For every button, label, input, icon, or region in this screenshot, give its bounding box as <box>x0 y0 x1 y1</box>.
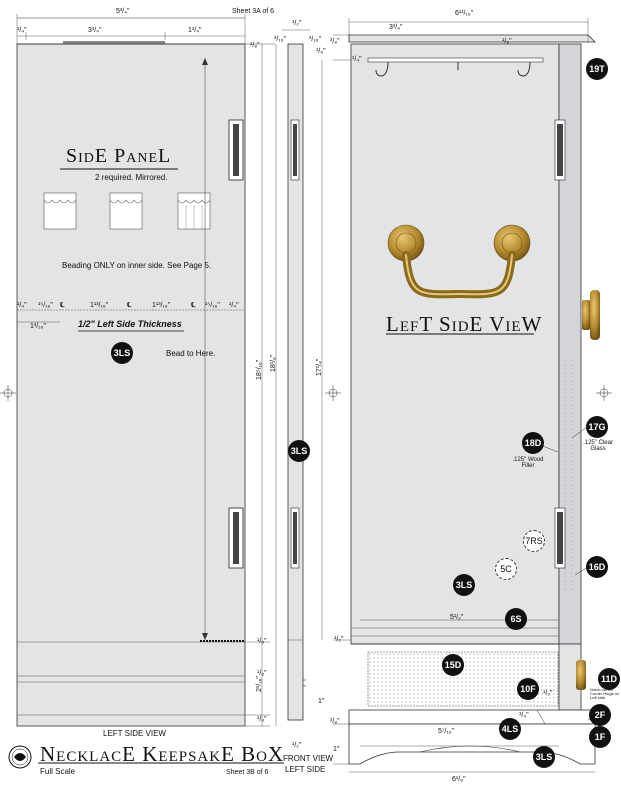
bail-handle <box>387 224 531 299</box>
height-2-dim: 18¹/₈" <box>270 354 277 372</box>
hook-left <box>375 61 389 77</box>
bead-dim-9: ¹/₄" <box>229 302 239 309</box>
bottom-eighth-2: ¹/₈" <box>257 670 267 677</box>
bead-sample-2 <box>109 192 143 230</box>
base-foot <box>348 723 596 765</box>
badge-5c: 5C <box>495 558 517 580</box>
registration-mark-right <box>596 385 612 401</box>
badge-2f: 2F <box>589 704 611 726</box>
front-view-label-1: FRONT VIEW <box>283 754 334 763</box>
lsv-half-dim: ¹/₂" <box>334 636 344 643</box>
badge-7rs: 7RS <box>523 530 545 552</box>
bottom-eighth-3: ¹/₈" <box>257 716 267 723</box>
side-panel-title: SidE PaneL <box>66 145 172 167</box>
front-view-label-2: LEFT SIDE <box>285 765 326 774</box>
bead-sample-3 <box>177 192 211 230</box>
bead-dim-3: ℄ <box>60 302 65 309</box>
lsv-half-b-dim: ¹/₂" <box>543 690 553 697</box>
lsv-bottom-dim: 6¹/₈" <box>452 776 466 783</box>
badge-19t: 19T <box>586 58 608 80</box>
panel-width-dim: 5³/₄" <box>116 8 130 15</box>
hook-rail <box>367 57 544 63</box>
left-side-view-drawing <box>333 18 600 773</box>
bead-dim-8: ¹⁵/₁₆" <box>205 302 220 309</box>
badge-16d: 16D <box>586 556 608 578</box>
bead-dim-7: ℄ <box>191 302 196 309</box>
registration-mark-center <box>325 385 341 401</box>
lid <box>348 34 596 43</box>
height-3-dim: 17¹/₄" <box>316 358 323 376</box>
side-panel-body <box>16 43 246 727</box>
side-panel-view-label: LEFT SIDE VIEW <box>103 729 166 738</box>
badge-15d: 15D <box>442 654 464 676</box>
front-view-drawing <box>282 29 310 721</box>
bottom-2-1-16: 2¹/₁₆" <box>256 676 263 692</box>
badge-10f: 10F <box>517 678 539 700</box>
hinge-note: Notch out for Corner Hinge on Left side <box>590 687 620 700</box>
logo-seal <box>8 745 32 769</box>
height-1-dim: 18⁵/₁₆" <box>256 359 263 380</box>
front-bottom-half: ¹/₂" <box>292 742 302 749</box>
badge-11d: 11D <box>598 668 620 690</box>
badge-3ls-front: 3LS <box>288 440 310 462</box>
top-right-dim: 1³/₄" <box>188 27 202 34</box>
project-title: NecklacE KeepsakE BoX <box>40 742 285 766</box>
top-mid-dim: 3³/₄" <box>88 27 102 34</box>
front-bot-dim: ¹/₈" <box>316 48 326 55</box>
badge-1f: 1F <box>589 726 611 748</box>
lsv-3-8-dim: ³/₈" <box>330 38 340 45</box>
badge-3ls-lsv: 3LS <box>453 574 475 596</box>
bead-dim-5: ℄ <box>127 302 132 309</box>
bead-sample-1 <box>43 192 77 230</box>
bead-dim-1: ¹/₄" <box>17 302 27 309</box>
lsv-3-4-dim: 3³/₄" <box>389 24 403 31</box>
base-top <box>348 709 596 725</box>
badge-6s: 6S <box>505 608 527 630</box>
lsv-width-dim: 6¹¹/₁₆" <box>455 10 474 17</box>
badge-4ls: 4LS <box>499 718 521 740</box>
badge-18d: 18D <box>522 432 544 454</box>
lsv-quarter-dim: ¹/₄" <box>519 712 529 719</box>
bead-dim-6: 1¹³/₁₆" <box>152 302 171 309</box>
wood-filler-note: .125" Wood Filler <box>512 457 544 469</box>
sheet-bottom: Sheet 3B of 6 <box>226 769 269 776</box>
side-panel-subtitle: 2 required. Mirrored. <box>95 173 168 182</box>
sheet-top: Sheet 3A of 6 <box>232 8 275 15</box>
bead-dim-4: 1¹³/₁₆" <box>90 302 109 309</box>
front-left-dim: ³/₁₆" <box>274 36 286 43</box>
lsv-1in-dim: 1" <box>333 746 340 753</box>
lsv-1-8-dim: ¹/₈" <box>502 38 512 45</box>
front-right-dim: ³/₁₆" <box>309 36 321 43</box>
bead-note: Bead to Here. <box>166 349 216 358</box>
knob <box>582 290 600 340</box>
side-panel-drawing <box>0 14 275 727</box>
badge-3ls-panel: 3LS <box>111 342 133 364</box>
bottom-eighth-1: ¹/₈" <box>257 638 267 645</box>
clear-glass-note: .125" Clear Glass <box>583 440 613 452</box>
left-side-panel <box>350 43 560 645</box>
registration-mark-left <box>0 385 16 401</box>
lsv-5-7-16-dim: 5⁷/₁₆" <box>438 728 455 735</box>
left-side-view-title: LefT SidE VieW <box>386 312 543 336</box>
badge-3ls-base: 3LS <box>533 746 555 768</box>
front-1in-dim: 1" <box>318 698 325 705</box>
bead-dim-2: ¹⁵/₁₆" <box>38 302 53 309</box>
top-edge-dim: ¹/₈" <box>250 42 260 49</box>
lsv-1-4-dim: ¹/₄" <box>352 56 362 63</box>
top-left-dim: ¹/₄" <box>17 27 27 34</box>
front-half-dim: ¹/₂" <box>292 20 302 27</box>
hook-right <box>517 61 531 77</box>
beading-note: Beading ONLY on inner side. See Page 5. <box>62 261 212 270</box>
lsv-5-half-dim: 5¹/₂" <box>450 614 464 621</box>
drawer-pull <box>576 660 586 690</box>
lsv-3-8b-dim: ³/₈" <box>330 718 340 725</box>
bead-sub-dim: 1³/₁₆" <box>30 323 46 330</box>
thickness-label: 1/2" Left Side Thickness <box>78 319 182 329</box>
badge-17g: 17G <box>586 416 608 438</box>
top-notch <box>63 41 165 44</box>
scale-label: Full Scale <box>40 767 76 776</box>
